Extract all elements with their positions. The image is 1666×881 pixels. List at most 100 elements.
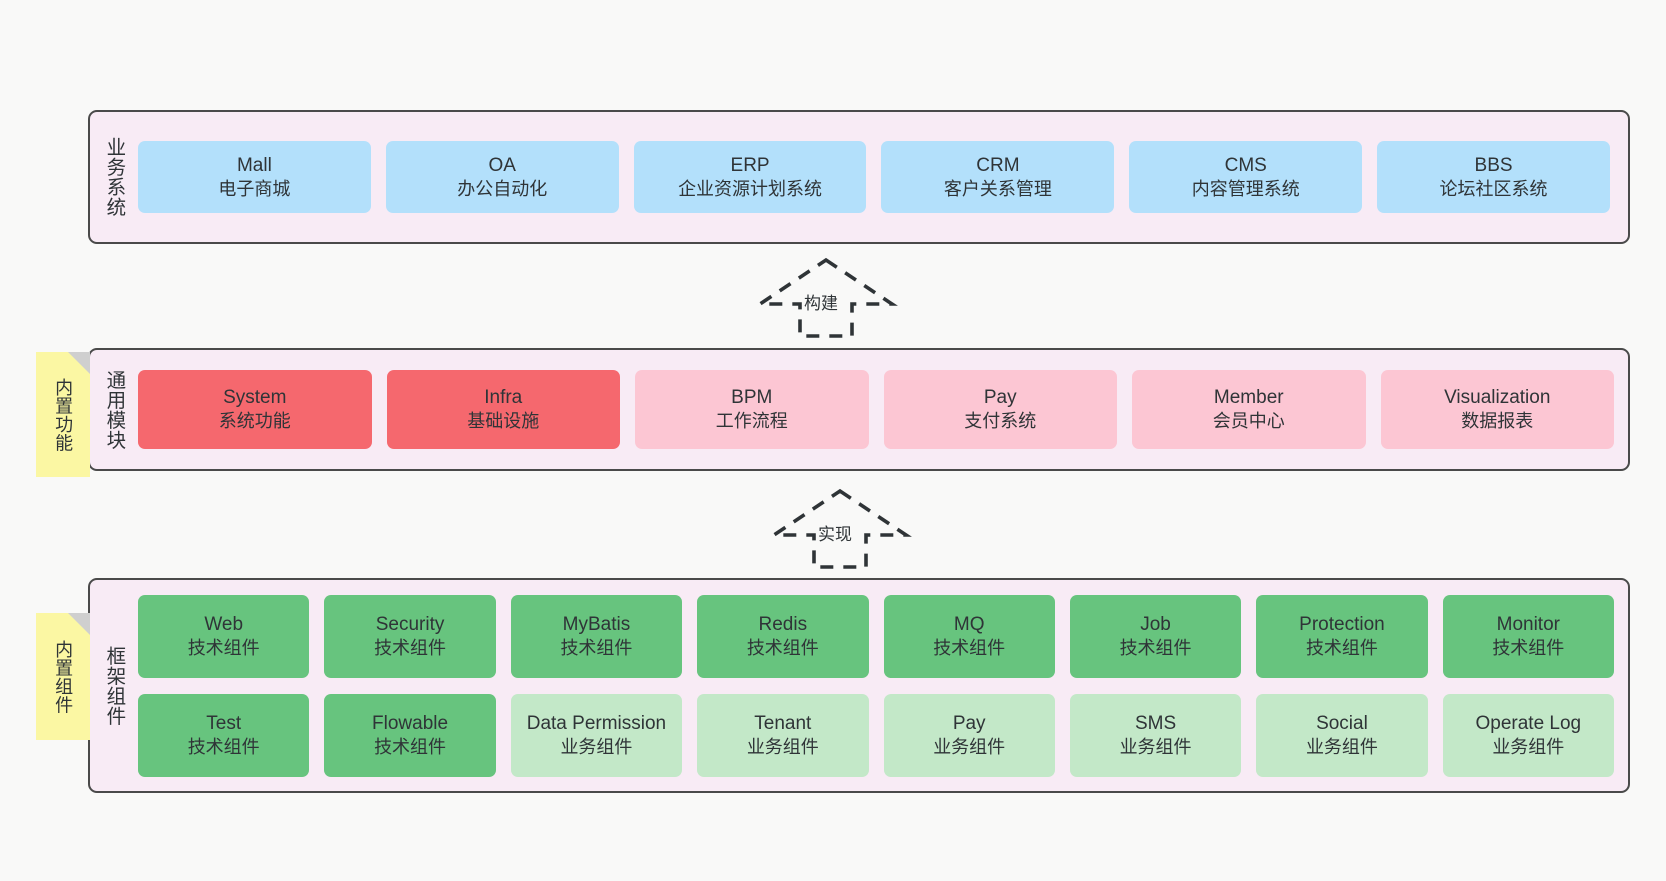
card-subtitle: 业务组件: [746, 736, 819, 757]
card-subtitle: 技术组件: [374, 637, 447, 658]
card-subtitle: 电子商城: [218, 178, 291, 199]
card-system[interactable]: System 系统功能: [138, 370, 372, 449]
card-title: SMS: [1134, 712, 1177, 734]
card-data-permission[interactable]: Data Permission 业务组件: [510, 693, 683, 777]
card-title: CRM: [976, 154, 1020, 176]
card-subtitle: 业务组件: [560, 736, 633, 757]
card-title: BBS: [1474, 154, 1513, 176]
card-redis[interactable]: Redis 技术组件: [697, 594, 869, 678]
card-mybatis[interactable]: MyBatis 技术组件: [510, 594, 683, 678]
card-title: Social: [1316, 712, 1368, 734]
folded-corner-icon: [68, 352, 90, 374]
business-systems-row: Mall 电子商城 OA 办公自动化 ERP 企业资源计划系统 CRM 客户关系…: [138, 141, 1610, 213]
card-operate-log[interactable]: Operate Log 业务组件: [1442, 693, 1614, 777]
card-subtitle: 技术组件: [374, 736, 447, 757]
card-subtitle: 会员中心: [1212, 411, 1285, 432]
card-title: Web: [204, 613, 244, 635]
card-title: Pay: [983, 387, 1017, 409]
card-title: OA: [488, 154, 516, 176]
card-flowable[interactable]: Flowable 技术组件: [324, 693, 496, 777]
card-subtitle: 业务组件: [933, 736, 1006, 757]
card-test[interactable]: Test 技术组件: [138, 693, 310, 777]
card-monitor[interactable]: Monitor 技术组件: [1442, 594, 1614, 678]
card-title: System: [223, 387, 287, 409]
sticky-note-builtin-components: 内置组件: [36, 613, 90, 740]
card-title: Tenant: [754, 712, 812, 734]
card-subtitle: 基础设施: [467, 411, 540, 432]
card-subtitle: 业务组件: [1492, 736, 1565, 757]
card-title: MQ: [953, 613, 985, 635]
layer-business-systems: 业务系统 Mall 电子商城 OA 办公自动化 ERP 企业资源计划系统 CRM…: [88, 110, 1630, 244]
card-subtitle: 技术组件: [187, 637, 260, 658]
card-job[interactable]: Job 技术组件: [1069, 594, 1242, 678]
layer-business-systems-body: Mall 电子商城 OA 办公自动化 ERP 企业资源计划系统 CRM 客户关系…: [136, 112, 1628, 242]
card-title: Mall: [236, 154, 272, 176]
card-subtitle: 技术组件: [1119, 637, 1192, 658]
connector-build: 构建: [754, 256, 898, 340]
card-subtitle: 技术组件: [746, 637, 819, 658]
card-erp[interactable]: ERP 企业资源计划系统: [633, 141, 867, 213]
card-cms[interactable]: CMS 内容管理系统: [1129, 141, 1363, 213]
card-subtitle: 支付系统: [964, 411, 1037, 432]
card-title: Member: [1213, 387, 1284, 409]
card-title: Pay: [952, 712, 986, 734]
connector-implement: 实现: [768, 487, 912, 571]
card-subtitle: 办公自动化: [457, 178, 548, 199]
card-subtitle: 技术组件: [560, 637, 633, 658]
connector-implement-label: 实现: [818, 525, 852, 544]
card-title: CMS: [1224, 154, 1267, 176]
card-title: MyBatis: [562, 613, 631, 635]
card-infra[interactable]: Infra 基础设施: [386, 370, 620, 449]
card-title: Operate Log: [1475, 712, 1582, 734]
card-subtitle: 技术组件: [1492, 637, 1565, 658]
card-subtitle: 数据报表: [1461, 411, 1534, 432]
tech-components-row: Web 技术组件 Security 技术组件 MyBatis 技术组件 Redi…: [138, 594, 1614, 678]
common-modules-row: System 系统功能 Infra 基础设施 BPM 工作流程 Pay 支付系统…: [138, 370, 1614, 449]
card-subtitle: 工作流程: [715, 411, 788, 432]
sticky-note-label: 内置功能: [53, 377, 74, 452]
card-social[interactable]: Social 业务组件: [1256, 693, 1428, 777]
card-subtitle: 论坛社区系统: [1439, 178, 1548, 199]
card-title: Monitor: [1496, 613, 1560, 635]
layer-common-modules-label: 通用模块: [102, 369, 125, 450]
card-crm[interactable]: CRM 客户关系管理: [881, 141, 1115, 213]
layer-common-modules-body: System 系统功能 Infra 基础设施 BPM 工作流程 Pay 支付系统…: [136, 350, 1628, 469]
card-subtitle: 技术组件: [187, 736, 260, 757]
card-bbs[interactable]: BBS 论坛社区系统: [1377, 141, 1610, 213]
card-title: Flowable: [372, 712, 449, 734]
card-sms[interactable]: SMS 业务组件: [1069, 693, 1242, 777]
card-visualization[interactable]: Visualization 数据报表: [1380, 370, 1614, 449]
card-title: Visualization: [1444, 387, 1551, 409]
card-subtitle: 客户关系管理: [943, 178, 1052, 199]
card-member[interactable]: Member 会员中心: [1132, 370, 1366, 449]
card-subtitle: 系统功能: [218, 411, 291, 432]
card-mq[interactable]: MQ 技术组件: [883, 594, 1055, 678]
card-protection[interactable]: Protection 技术组件: [1256, 594, 1428, 678]
layer-framework-components-body: Web 技术组件 Security 技术组件 MyBatis 技术组件 Redi…: [136, 580, 1628, 791]
card-bpm[interactable]: BPM 工作流程: [635, 370, 869, 449]
card-subtitle: 技术组件: [933, 637, 1006, 658]
card-web[interactable]: Web 技术组件: [138, 594, 310, 678]
card-title: ERP: [730, 154, 770, 176]
sticky-note-builtin-features: 内置功能: [36, 352, 90, 477]
card-title: Infra: [484, 387, 523, 409]
card-pay-component[interactable]: Pay 业务组件: [883, 693, 1055, 777]
card-title: Security: [375, 613, 445, 635]
card-title: BPM: [731, 387, 773, 409]
card-subtitle: 业务组件: [1119, 736, 1192, 757]
card-mall[interactable]: Mall 电子商城: [138, 141, 371, 213]
card-title: Test: [206, 712, 242, 734]
card-subtitle: 企业资源计划系统: [678, 178, 823, 199]
card-pay[interactable]: Pay 支付系统: [883, 370, 1117, 449]
layer-business-systems-label: 业务系统: [102, 137, 125, 217]
card-tenant[interactable]: Tenant 业务组件: [697, 693, 869, 777]
connector-build-label: 构建: [804, 294, 838, 313]
card-title: Data Permission: [526, 712, 667, 734]
layer-framework-components: 框架组件 Web 技术组件 Security 技术组件 MyBatis 技术组件…: [88, 578, 1630, 793]
folded-corner-icon: [68, 613, 90, 635]
layer-common-modules: 通用模块 System 系统功能 Infra 基础设施 BPM 工作流程 Pay…: [88, 348, 1630, 471]
layer-framework-components-label: 框架组件: [102, 645, 125, 726]
card-oa[interactable]: OA 办公自动化: [385, 141, 619, 213]
card-security[interactable]: Security 技术组件: [324, 594, 496, 678]
